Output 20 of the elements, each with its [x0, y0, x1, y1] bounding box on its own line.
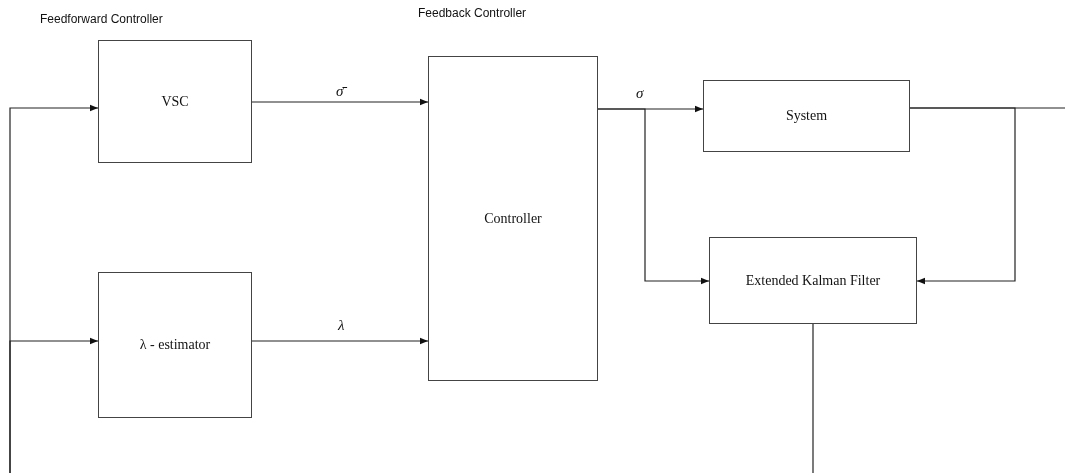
edge-label: λ — [336, 318, 347, 333]
section-heading: Feedforward Controller — [40, 12, 163, 26]
process-box — [703, 80, 910, 152]
section-heading: Feedback Controller — [418, 6, 527, 20]
arrow — [597, 108, 710, 285]
arrow — [251, 98, 429, 106]
arrow — [909, 107, 1016, 285]
process-box — [709, 237, 917, 324]
arrow — [9, 337, 99, 473]
arrow — [251, 337, 429, 345]
block-label: Controller — [484, 209, 542, 228]
process-box — [98, 40, 252, 163]
block-label: System — [785, 107, 828, 125]
process-box — [98, 272, 252, 418]
block-label: VSC — [161, 92, 189, 111]
process-box — [428, 56, 598, 381]
connector-line — [812, 323, 814, 473]
edge-label: σ̄ — [334, 84, 346, 99]
block-label: Extended Kalman Filter — [744, 271, 882, 290]
block-label: λ - estimator — [139, 336, 211, 354]
